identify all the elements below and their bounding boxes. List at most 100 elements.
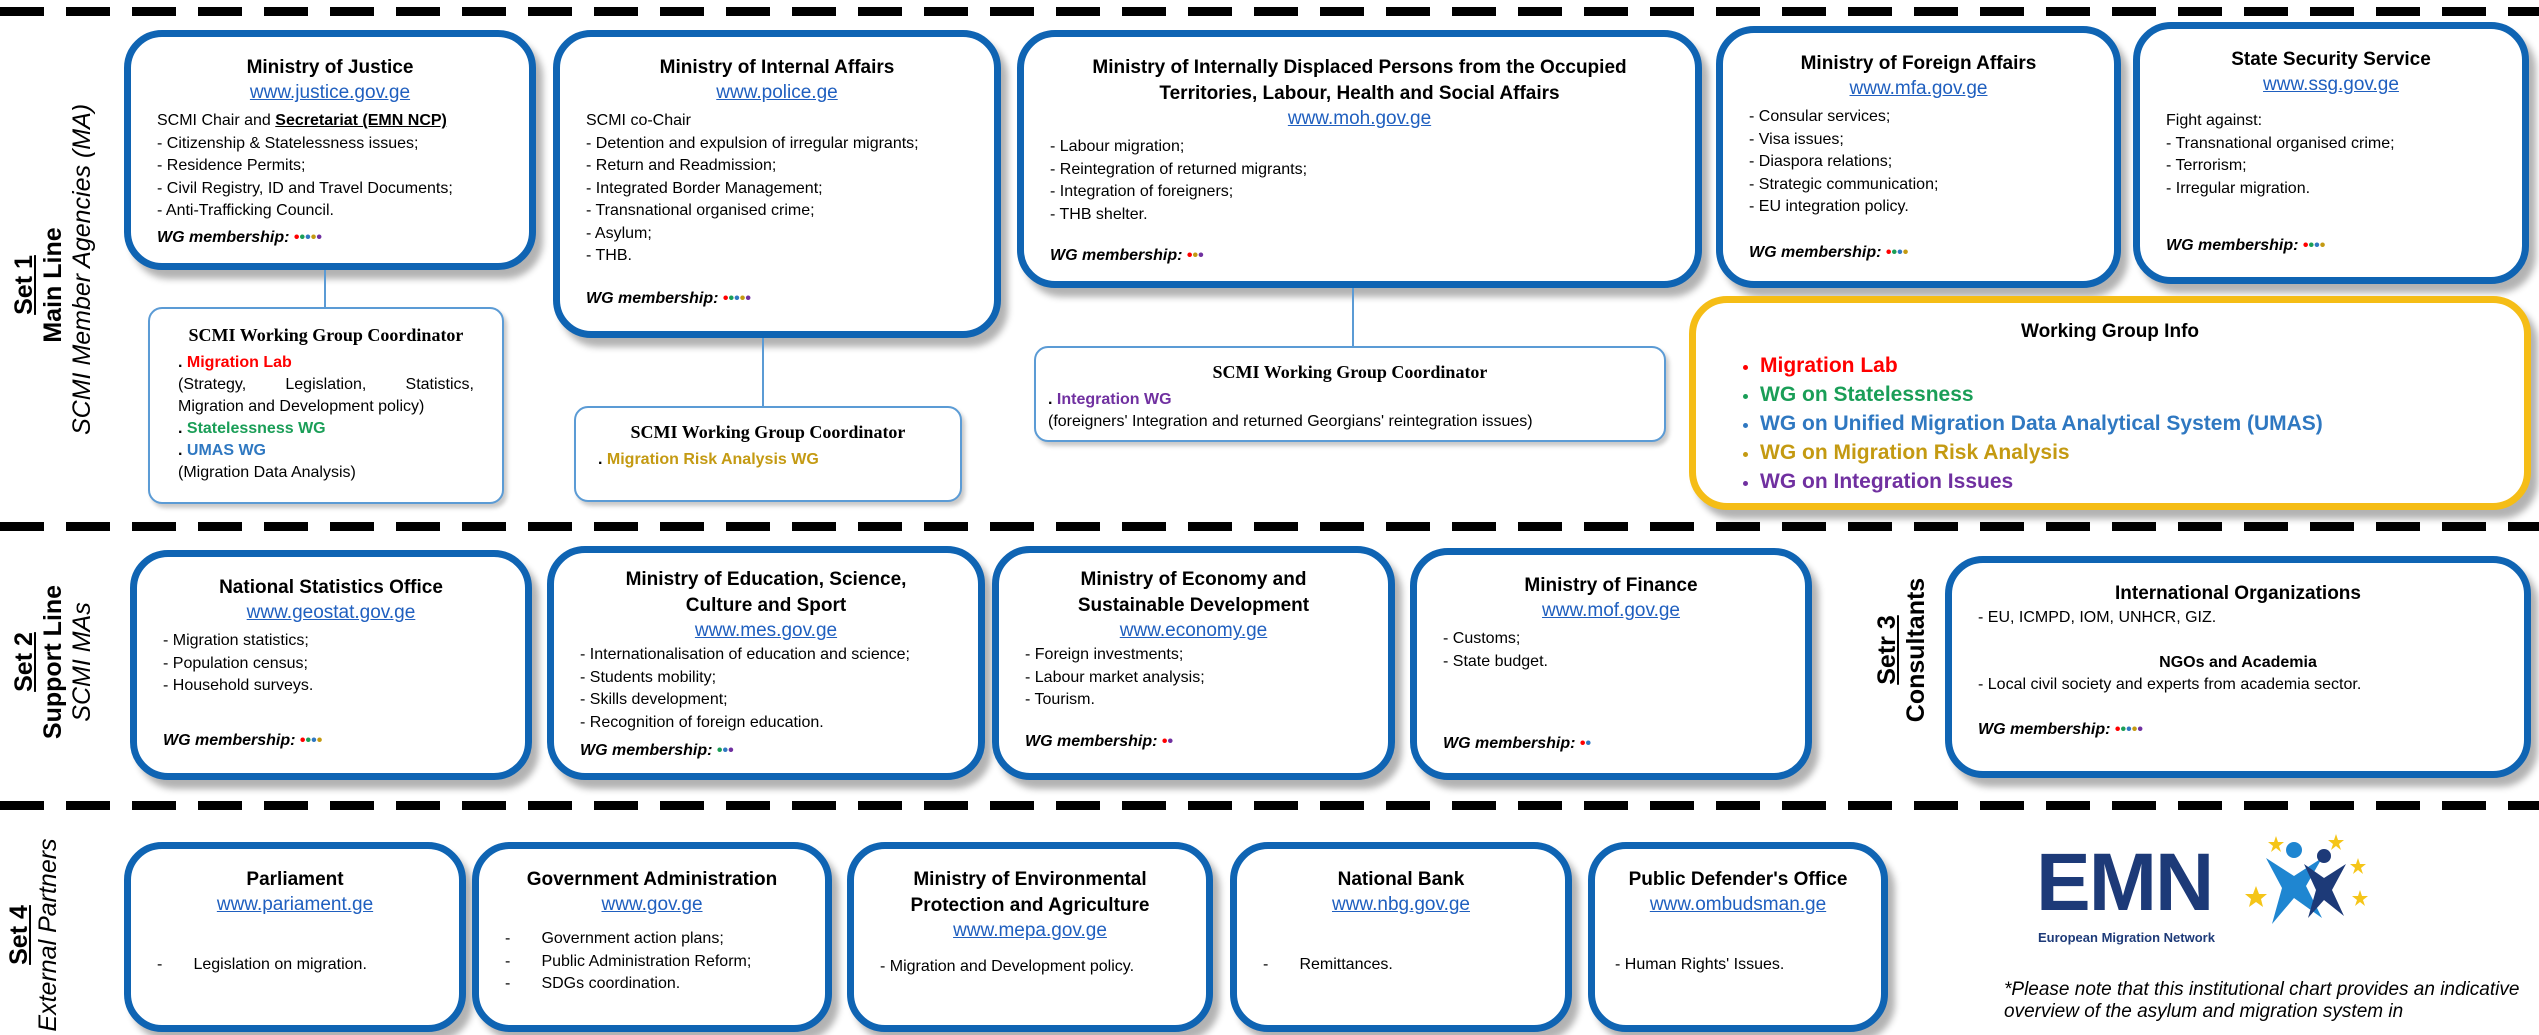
wg-dots: ••••• [293,229,322,246]
list-item: - Irregular migration. [2166,179,2311,197]
list-item: - EU integration policy. [1749,198,1909,216]
coordinator-title: SCMI Working Group Coordinator [630,422,906,442]
box-title: Ministry of Internal Affairs [659,57,895,78]
list-item: - Tourism. [1025,691,1095,709]
connector-line [762,338,764,406]
list-item: - THB. [586,247,632,265]
box-title: Parliament [246,869,344,890]
list-item: - Integrated Border Management; [586,179,823,197]
mof-link[interactable]: www.mof.gov.ge [1542,600,1680,622]
ministry-of-justice-box: Ministry of Justice www.justice.gov.ge S… [124,30,536,270]
statelessness-wg-label: Statelessness WG [186,420,326,437]
box-intro: Fight against: [2166,112,2263,130]
wg-info-title: Working Group Info [2020,321,2199,342]
list-item: - Terrorism; [2166,157,2247,175]
box-title: Ministry of Internally Displaced Persons… [1092,57,1627,105]
list-item: - Strategic communication; [1749,175,1939,193]
economy-link[interactable]: www.economy.ge [1119,620,1268,642]
wg-dots: ••••• [722,290,751,307]
emn-logo-text: EMN [2036,837,2214,928]
box-intro: SCMI Chair and Secretariat (EMN NCP) [157,112,447,130]
emn-stars-figures-icon [2245,834,2368,924]
list-item: - Return and Readmission; [586,157,777,175]
wg-membership: WG membership: •• [1025,733,1174,750]
wg-membership: WG membership: ••• [580,742,734,759]
box-intro: SCMI co-Chair [586,112,691,130]
list-item: - Visa issues; [1749,130,1844,148]
emn-logo: EMN European Migration Network [2036,828,2396,958]
list-item: - THB shelter. [1050,205,1148,223]
list-item: - Foreign investments; [1025,646,1184,664]
wg-dots: •• [1161,733,1174,750]
wg-info-item: WG on Statelessness [1760,380,2494,409]
box-title: State Security Service [2231,49,2431,70]
mepa-link[interactable]: www.mepa.gov.ge [953,920,1107,942]
list-item: - Anti-Trafficking Council. [157,202,334,220]
wg-dots: •••• [299,732,323,749]
nbg-link[interactable]: www.nbg.gov.ge [1331,894,1470,916]
connector-line [1352,288,1354,346]
list-item: - Recognition of foreign education. [580,713,824,731]
working-group-info-box: Working Group Info Migration Lab WG on S… [1689,296,2531,510]
set3-label: Setr 3 Consultants [1873,577,1930,723]
wg-info-item: Migration Lab [1760,351,2494,380]
box-title: Ministry of Education, Science, Culture … [625,569,907,617]
public-defenders-office-box: Public Defender's Office www.ombudsman.g… [1588,842,1888,1032]
list-item: - Household surveys. [163,677,314,695]
wg-membership: WG membership: ••• [1050,247,1204,264]
list-item: - Transnational organised crime; [586,202,815,220]
list-item: - Legislation on migration. [157,956,367,974]
list-item: - Remittances. [1263,956,1393,974]
list-item: - Human Rights' Issues. [1615,956,1785,974]
box-title: Ministry of Economy and Sustainable Deve… [1077,569,1310,617]
list-item: - Detention and expulsion of irregular m… [586,134,919,152]
list-item: - Citizenship & Statelessness issues; [157,134,419,152]
list-item: - Population census; [163,654,308,672]
wg-dots: ••••• [2114,721,2143,738]
list-item: - Civil Registry, ID and Travel Document… [157,179,453,197]
risk-analysis-wg-label: Migration Risk Analysis WG [606,451,819,468]
ministry-of-education-box: Ministry of Education, Science, Culture … [547,546,985,780]
moh-link[interactable]: www.moh.gov.ge [1287,108,1432,130]
justice-link[interactable]: www.justice.gov.ge [249,82,411,104]
emn-tagline: European Migration Network [2038,930,2215,945]
wg-info-item: WG on Unified Migration Data Analytical … [1760,409,2494,438]
ssg-link[interactable]: www.ssg.gov.ge [2263,74,2399,96]
integration-wg-label: Integration WG [1056,391,1172,408]
list-item: - EU, ICMPD, IOM, UNHCR, GIZ. [1978,609,2217,627]
list-item: - Reintegration of returned migrants; [1050,160,1308,178]
set2-label: Set 2 Support Line SCMI MAs [10,584,96,740]
list-item: - Transnational organised crime; [2166,134,2395,152]
wg-membership: WG membership: ••••• [1978,721,2143,738]
wg-membership: WG membership: ••••• [157,229,322,246]
umas-wg-label: UMAS WG [186,442,266,459]
list-item: - State budget. [1443,652,1548,670]
gov-link[interactable]: www.gov.ge [601,894,703,916]
list-item: - Labour migration; [1050,138,1185,156]
list-item: - Residence Permits; [157,157,306,175]
box-title: National Bank [1337,869,1465,890]
police-link[interactable]: www.police.ge [716,82,838,104]
coordinator-desc: (foreigners' Integration and returned Ge… [1048,413,1533,430]
box-title: Ministry of Finance [1524,575,1698,596]
box-title: Ministry of Foreign Affairs [1800,53,2037,74]
parliament-link[interactable]: www.pariament.ge [216,894,374,916]
list-item: - Customs; [1443,630,1521,648]
geostat-link[interactable]: www.geostat.gov.ge [246,602,416,624]
wg-coordinator-box-1: SCMI Working Group Coordinator . Migrati… [148,307,504,504]
list-item: - Consular services; [1749,108,1891,126]
list-item: - Integration of foreigners; [1050,183,1234,201]
list-item: - Students mobility; [580,668,717,686]
wg-dots: •••• [1885,244,1909,261]
box-title: National Statistics Office [219,577,443,598]
national-statistics-office-box: National Statistics Office www.geostat.g… [130,550,532,780]
ministry-of-finance-box: Ministry of Finance www.mof.gov.ge - Cus… [1410,548,1812,780]
connector-line [324,270,326,308]
mfa-link[interactable]: www.mfa.gov.ge [1849,78,1988,100]
mes-link[interactable]: www.mes.gov.ge [694,620,838,642]
wg-coordinator-box-2: SCMI Working Group Coordinator . Migrati… [574,406,962,502]
ombudsman-link[interactable]: www.ombudsman.ge [1649,894,1827,916]
parliament-box: Parliament www.pariament.ge - Legislatio… [124,842,466,1032]
coordinator-desc: (Strategy, Legislation, Statistics, Migr… [178,376,474,415]
migration-lab-label: Migration Lab [186,354,292,371]
